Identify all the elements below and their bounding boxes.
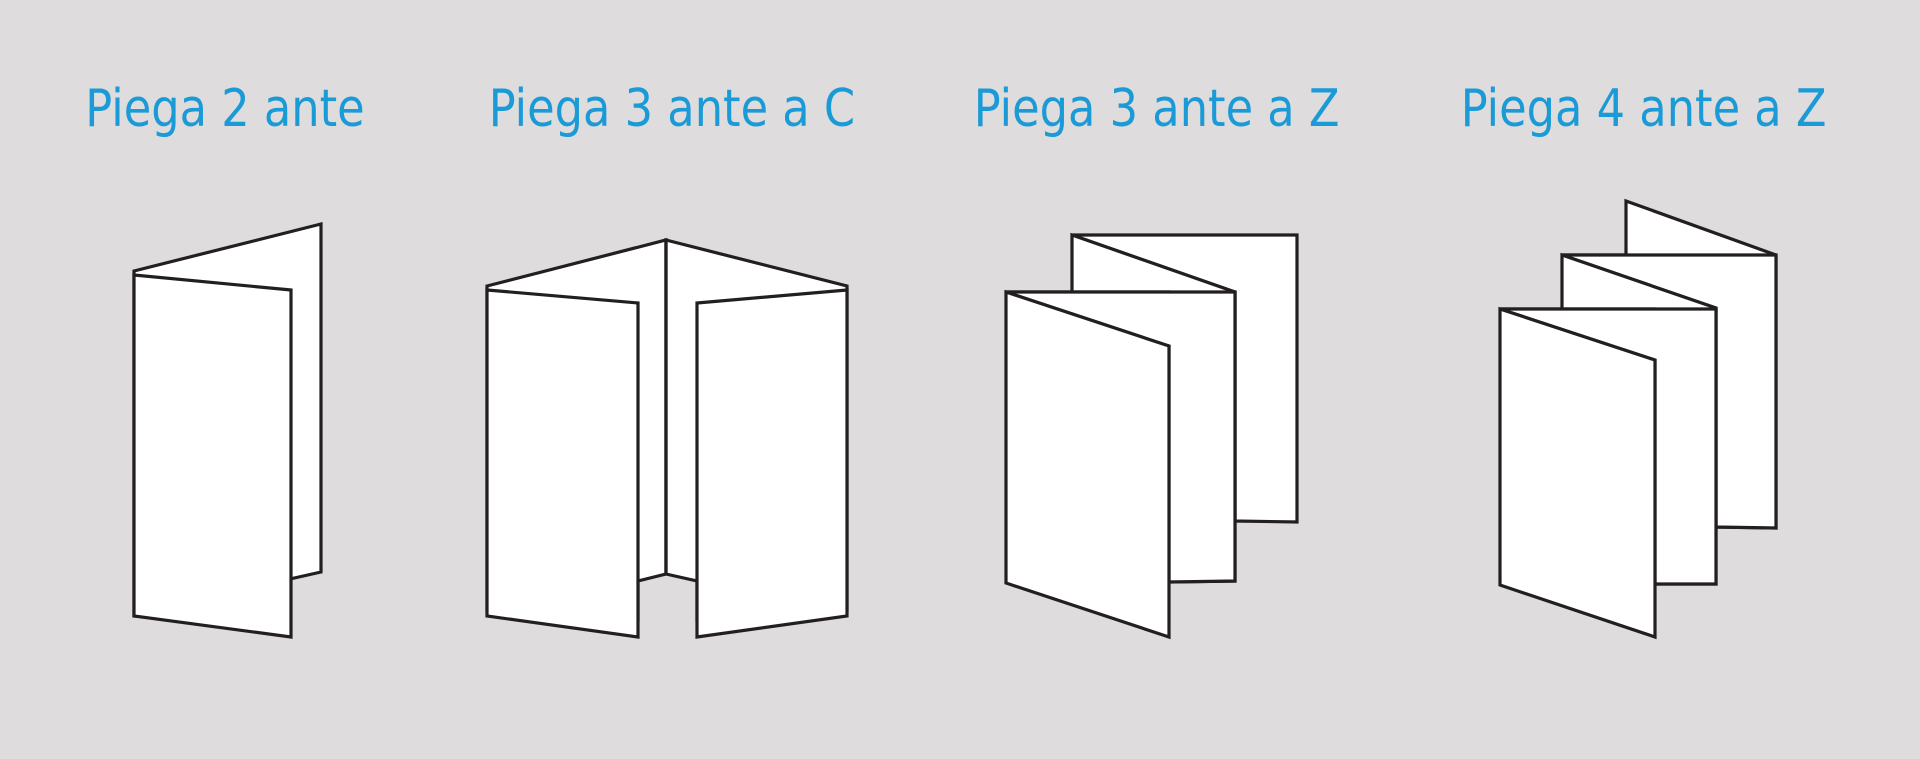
fold-illustration-4-panel-z	[1498, 198, 1778, 640]
fold-title-3-panel-z: Piega 3 ante a Z	[973, 79, 1340, 139]
fold-title-2-panel: Piega 2 ante	[85, 79, 365, 139]
right-flap	[695, 288, 849, 639]
front-panel	[132, 273, 293, 639]
fold-illustration-3-panel-c	[485, 237, 849, 639]
fold-illustration-2-panel	[132, 221, 323, 639]
front-panel	[1498, 306, 1657, 640]
fold-title-3-panel-c: Piega 3 ante a C	[488, 79, 856, 139]
fold-illustration-3-panel-z	[1004, 232, 1299, 640]
front-panel	[1004, 289, 1171, 640]
left-flap	[485, 288, 640, 639]
fold-title-4-panel-z: Piega 4 ante a Z	[1460, 79, 1827, 139]
